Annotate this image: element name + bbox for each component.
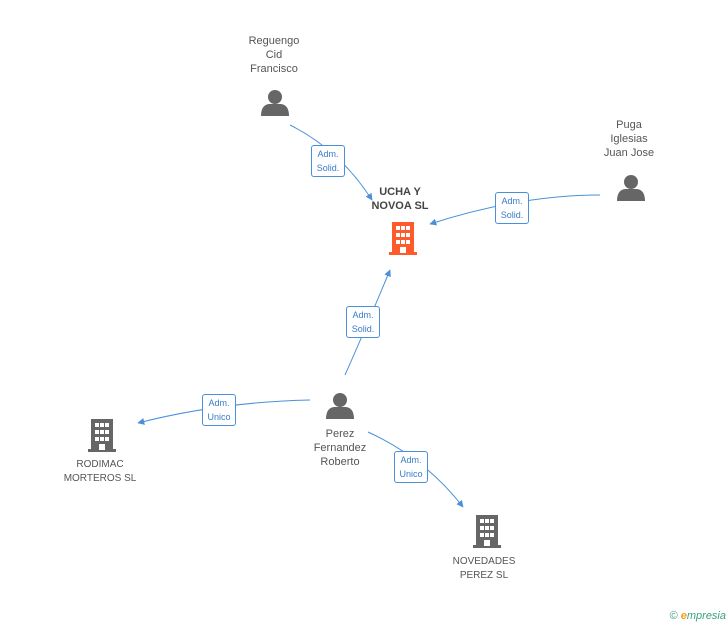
person-icon <box>326 393 354 419</box>
empresia-logo: © empresia <box>670 610 726 622</box>
person-icon <box>617 175 645 201</box>
node-label-novedades[interactable]: NOVEDADES PEREZ SL <box>452 556 516 581</box>
edge-label-perez-ucha: Adm. Solid. <box>346 306 380 338</box>
edge-label-perez-novedades: Adm. Unico <box>394 451 428 483</box>
building-icon <box>473 515 501 548</box>
brand-name: mpresia <box>686 610 726 622</box>
person-icon <box>261 90 289 116</box>
node-label-reguengo[interactable]: Reguengo Cid Francisco <box>248 35 300 75</box>
node-label-perez[interactable]: Perez Fernandez Roberto <box>313 428 367 468</box>
building-icon <box>88 419 116 452</box>
edge-label-reguengo-ucha: Adm. Solid. <box>311 145 345 177</box>
node-label-ucha[interactable]: UCHA Y NOVOA SL <box>371 186 429 212</box>
node-label-puga[interactable]: Puga Iglesias Juan Jose <box>603 119 655 159</box>
building-icon <box>389 222 417 255</box>
node-label-rodimac[interactable]: RODIMAC MORTEROS SL <box>63 459 137 484</box>
edge-label-perez-rodimac: Adm. Unico <box>202 394 236 426</box>
copyright-symbol: © <box>669 610 678 622</box>
brand-initial: e <box>680 610 687 622</box>
edge-label-puga-ucha: Adm. Solid. <box>495 192 529 224</box>
